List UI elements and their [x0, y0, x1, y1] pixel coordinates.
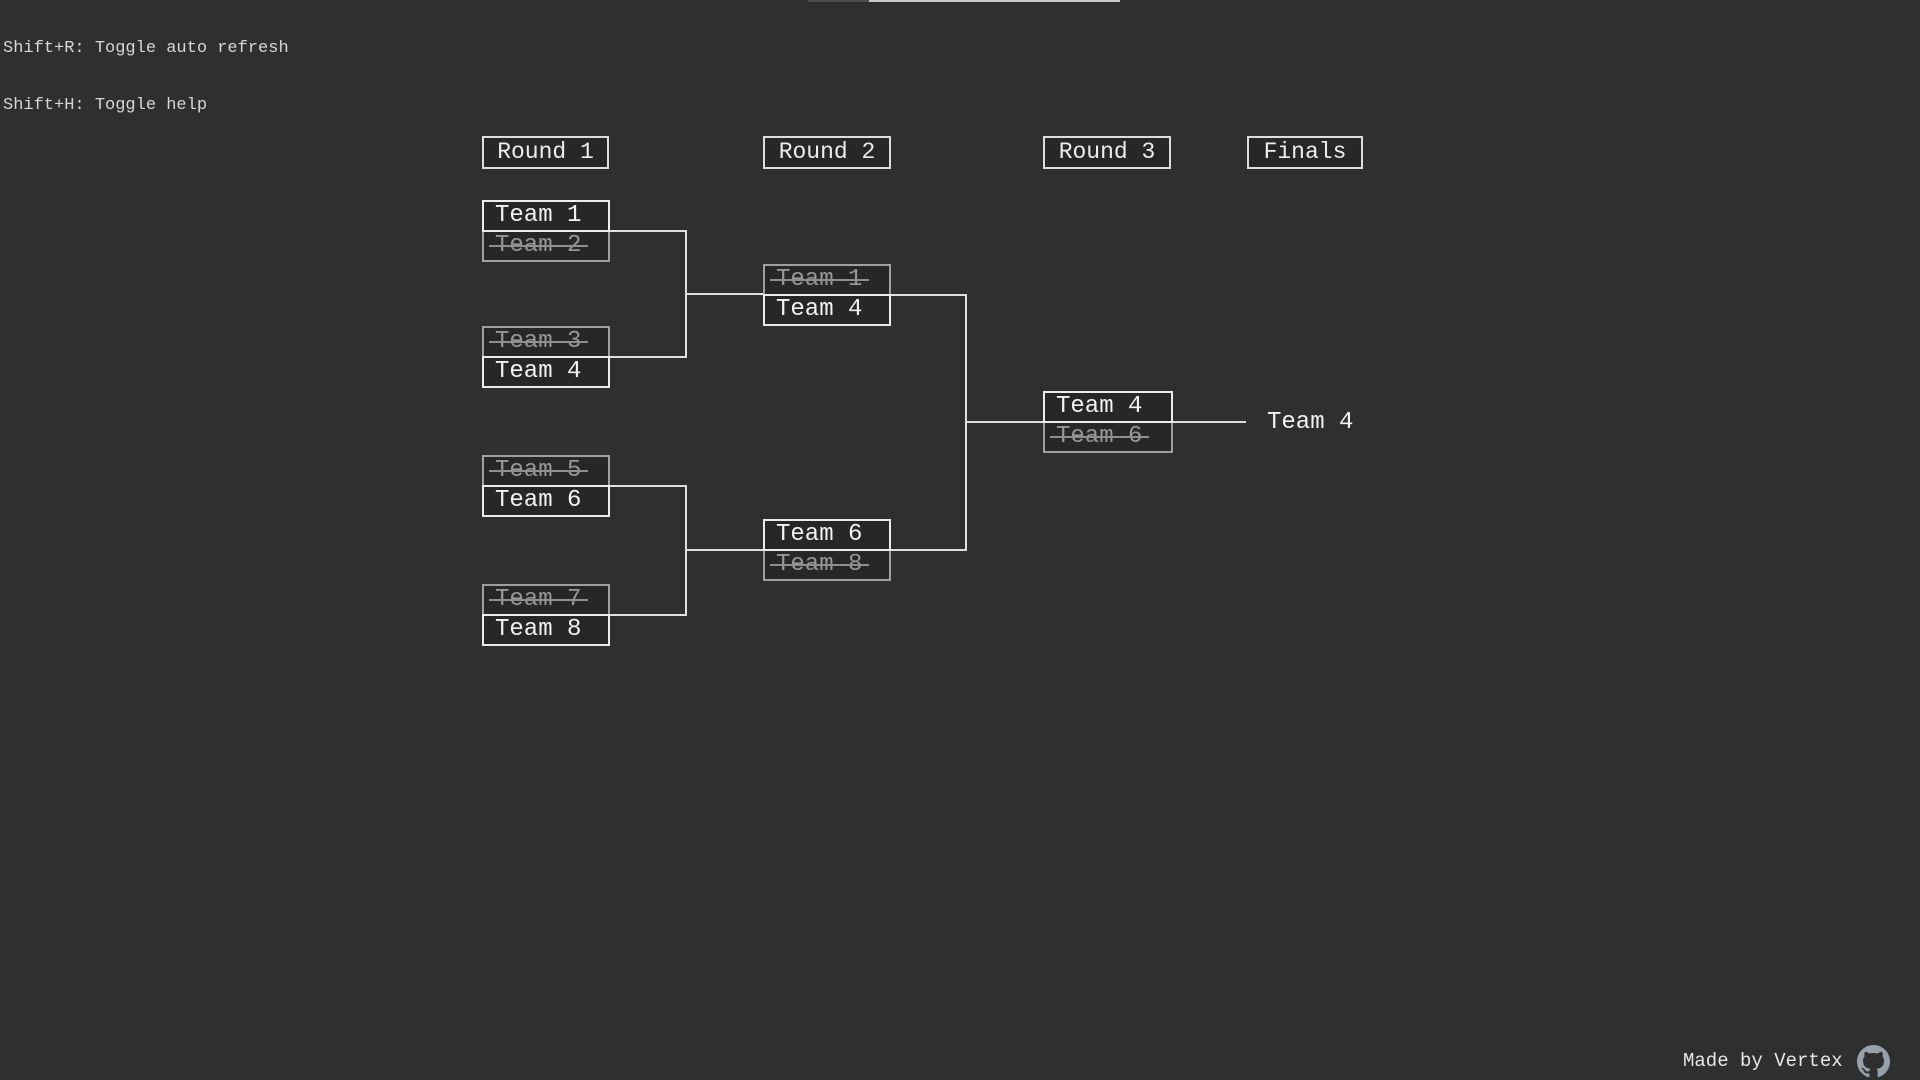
- slot-r1-m3-team-5: Team 5: [482, 455, 610, 487]
- connector-line: [685, 549, 763, 551]
- champion-name: Team 4: [1267, 409, 1354, 436]
- footer: Made by Vertex: [1683, 1044, 1890, 1078]
- slot-r3-m1-team-6: Team 6: [1043, 421, 1173, 453]
- slot-r1-m4-team-7: Team 7: [482, 584, 610, 616]
- help-line-toggle-help: Shift+H: Toggle help: [3, 96, 208, 115]
- slot-r1-m1-team-2: Team 2: [482, 230, 610, 262]
- slot-r3-m1-team-4: Team 4: [1043, 391, 1173, 423]
- team-name: Team 4: [495, 358, 582, 385]
- credit-text: Made by Vertex: [1683, 1050, 1843, 1072]
- slot-r1-m1-team-1: Team 1: [482, 200, 610, 232]
- team-name: Team 1: [769, 266, 870, 293]
- help-overlay: Shift+R: Toggle auto refresh Shift+H: To…: [3, 1, 289, 153]
- github-icon[interactable]: [1856, 1044, 1890, 1078]
- slot-r2-m1-team-1: Team 1: [763, 264, 891, 296]
- round-2-header: Round 2: [763, 136, 891, 169]
- team-name: Team 1: [495, 202, 582, 229]
- team-name: Team 2: [488, 232, 589, 259]
- slot-r1-m3-team-6: Team 6: [482, 485, 610, 517]
- connector-line: [891, 294, 967, 296]
- team-name: Team 7: [488, 586, 589, 613]
- team-name: Team 8: [769, 551, 870, 578]
- help-line-auto-refresh: Shift+R: Toggle auto refresh: [3, 39, 289, 58]
- team-name: Team 8: [495, 616, 582, 643]
- connector-line: [685, 293, 763, 295]
- finals-header: Finals: [1247, 136, 1363, 169]
- team-name: Team 6: [1049, 423, 1150, 450]
- connector-line: [1173, 421, 1246, 423]
- slot-r2-m2-team-8: Team 8: [763, 549, 891, 581]
- team-name: Team 6: [495, 487, 582, 514]
- slot-r1-m2-team-3: Team 3: [482, 326, 610, 358]
- top-edge-segment-dark: [808, 0, 869, 2]
- slot-r2-m2-team-6: Team 6: [763, 519, 891, 551]
- slot-r2-m1-team-4: Team 4: [763, 294, 891, 326]
- round-1-header: Round 1: [482, 136, 609, 169]
- connector-line: [610, 356, 687, 358]
- team-name: Team 4: [776, 296, 863, 323]
- team-name: Team 3: [488, 328, 589, 355]
- team-name: Team 5: [488, 457, 589, 484]
- connector-line: [610, 485, 687, 487]
- connector-line: [610, 614, 687, 616]
- round-3-header: Round 3: [1043, 136, 1171, 169]
- top-edge-segment-light: [869, 0, 1120, 2]
- connector-line: [891, 549, 967, 551]
- slot-r1-m2-team-4: Team 4: [482, 356, 610, 388]
- connector-line: [610, 230, 687, 232]
- team-name: Team 6: [776, 521, 863, 548]
- team-name: Team 4: [1056, 393, 1143, 420]
- connector-line: [965, 421, 1043, 423]
- slot-r1-m4-team-8: Team 8: [482, 614, 610, 646]
